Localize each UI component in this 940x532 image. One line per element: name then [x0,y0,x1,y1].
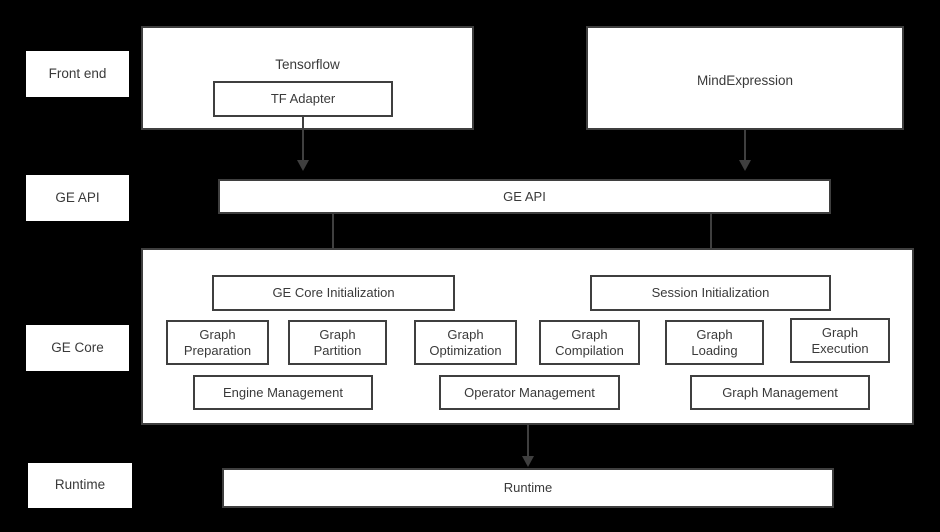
layer-label-ge-api: GE API [26,175,129,221]
ge-api-bar[interactable]: GE API [218,179,831,214]
graph-loading-box[interactable]: Graph Loading [665,320,764,365]
graph-management-box[interactable]: Graph Management [690,375,870,410]
tensorflow-title: Tensorflow [275,57,340,72]
graph-compilation-box[interactable]: Graph Compilation [539,320,640,365]
layer-label-front-end: Front end [26,51,129,97]
connector-ge-core-to-runtime-arrow [522,456,534,467]
connector-mindexpression-to-ge-api-arrow [739,160,751,171]
operator-management-box[interactable]: Operator Management [439,375,620,410]
layer-label-ge-core: GE Core [26,325,129,371]
connector-ge-api-to-session-init-line [710,214,712,264]
connector-tf-adapter-to-ge-api-arrow [297,160,309,171]
ge-core-initialization-box[interactable]: GE Core Initialization [212,275,455,311]
session-initialization-box[interactable]: Session Initialization [590,275,831,311]
engine-management-box[interactable]: Engine Management [193,375,373,410]
tf-adapter-box[interactable]: TF Adapter [213,81,393,117]
graph-partition-box[interactable]: Graph Partition [288,320,387,365]
connector-ge-core-to-runtime-line [527,425,529,458]
layer-label-runtime: Runtime [28,463,132,508]
graph-execution-box[interactable]: Graph Execution [790,318,890,363]
graph-preparation-box[interactable]: Graph Preparation [166,320,269,365]
mindexpression-container: MindExpression [586,26,904,130]
connector-ge-api-to-ge-core-init-line [332,214,334,264]
connector-tf-adapter-to-ge-api-line [302,117,304,162]
runtime-bar[interactable]: Runtime [222,468,834,508]
connector-mindexpression-to-ge-api-line [744,130,746,162]
graph-optimization-box[interactable]: Graph Optimization [414,320,517,365]
mindexpression-title: MindExpression [696,73,794,88]
